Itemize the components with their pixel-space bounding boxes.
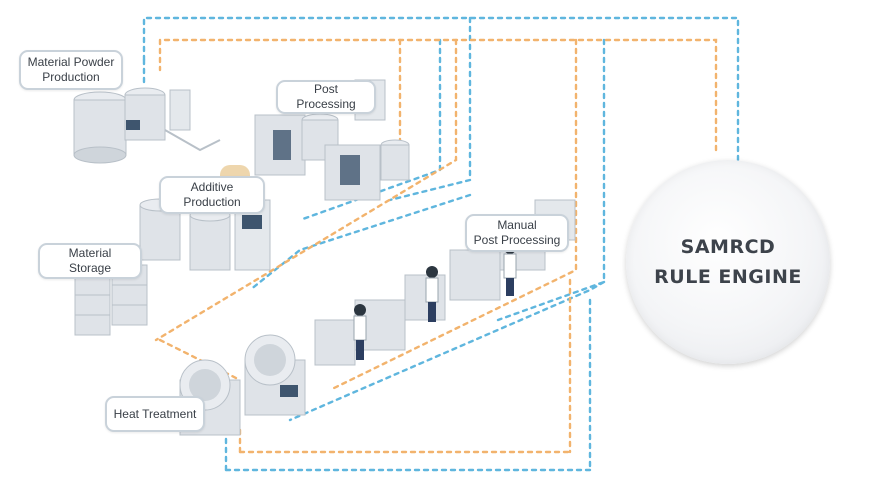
label-material-powder-production: Material Powder Production <box>19 50 123 90</box>
label-heat-treatment: Heat Treatment <box>105 396 205 432</box>
rule-engine-label: SAMRCD RULE ENGINE <box>654 236 802 288</box>
orange-left-drop <box>154 38 458 342</box>
label-post-processing: Post Processing <box>276 80 376 114</box>
rule-engine-circle: SAMRCD RULE ENGINE <box>626 160 830 364</box>
orange-mid-drop <box>328 38 578 392</box>
label-additive-production: Additive Production <box>159 176 265 214</box>
manual-post-processing-line <box>314 199 576 366</box>
orange-main-loop <box>158 38 718 152</box>
post-processing-equipment <box>254 79 410 201</box>
label-material-storage: Material Storage <box>38 243 142 279</box>
blue-manual-return <box>288 280 606 422</box>
label-manual-post-processing: Manual Post Processing <box>465 214 569 252</box>
blue-main-loop <box>142 16 740 162</box>
blue-postproc-drop <box>388 16 472 202</box>
heat-treatment-furnaces <box>179 334 306 436</box>
blue-flow-lines <box>142 16 740 472</box>
powder-production-equipment <box>73 87 221 164</box>
